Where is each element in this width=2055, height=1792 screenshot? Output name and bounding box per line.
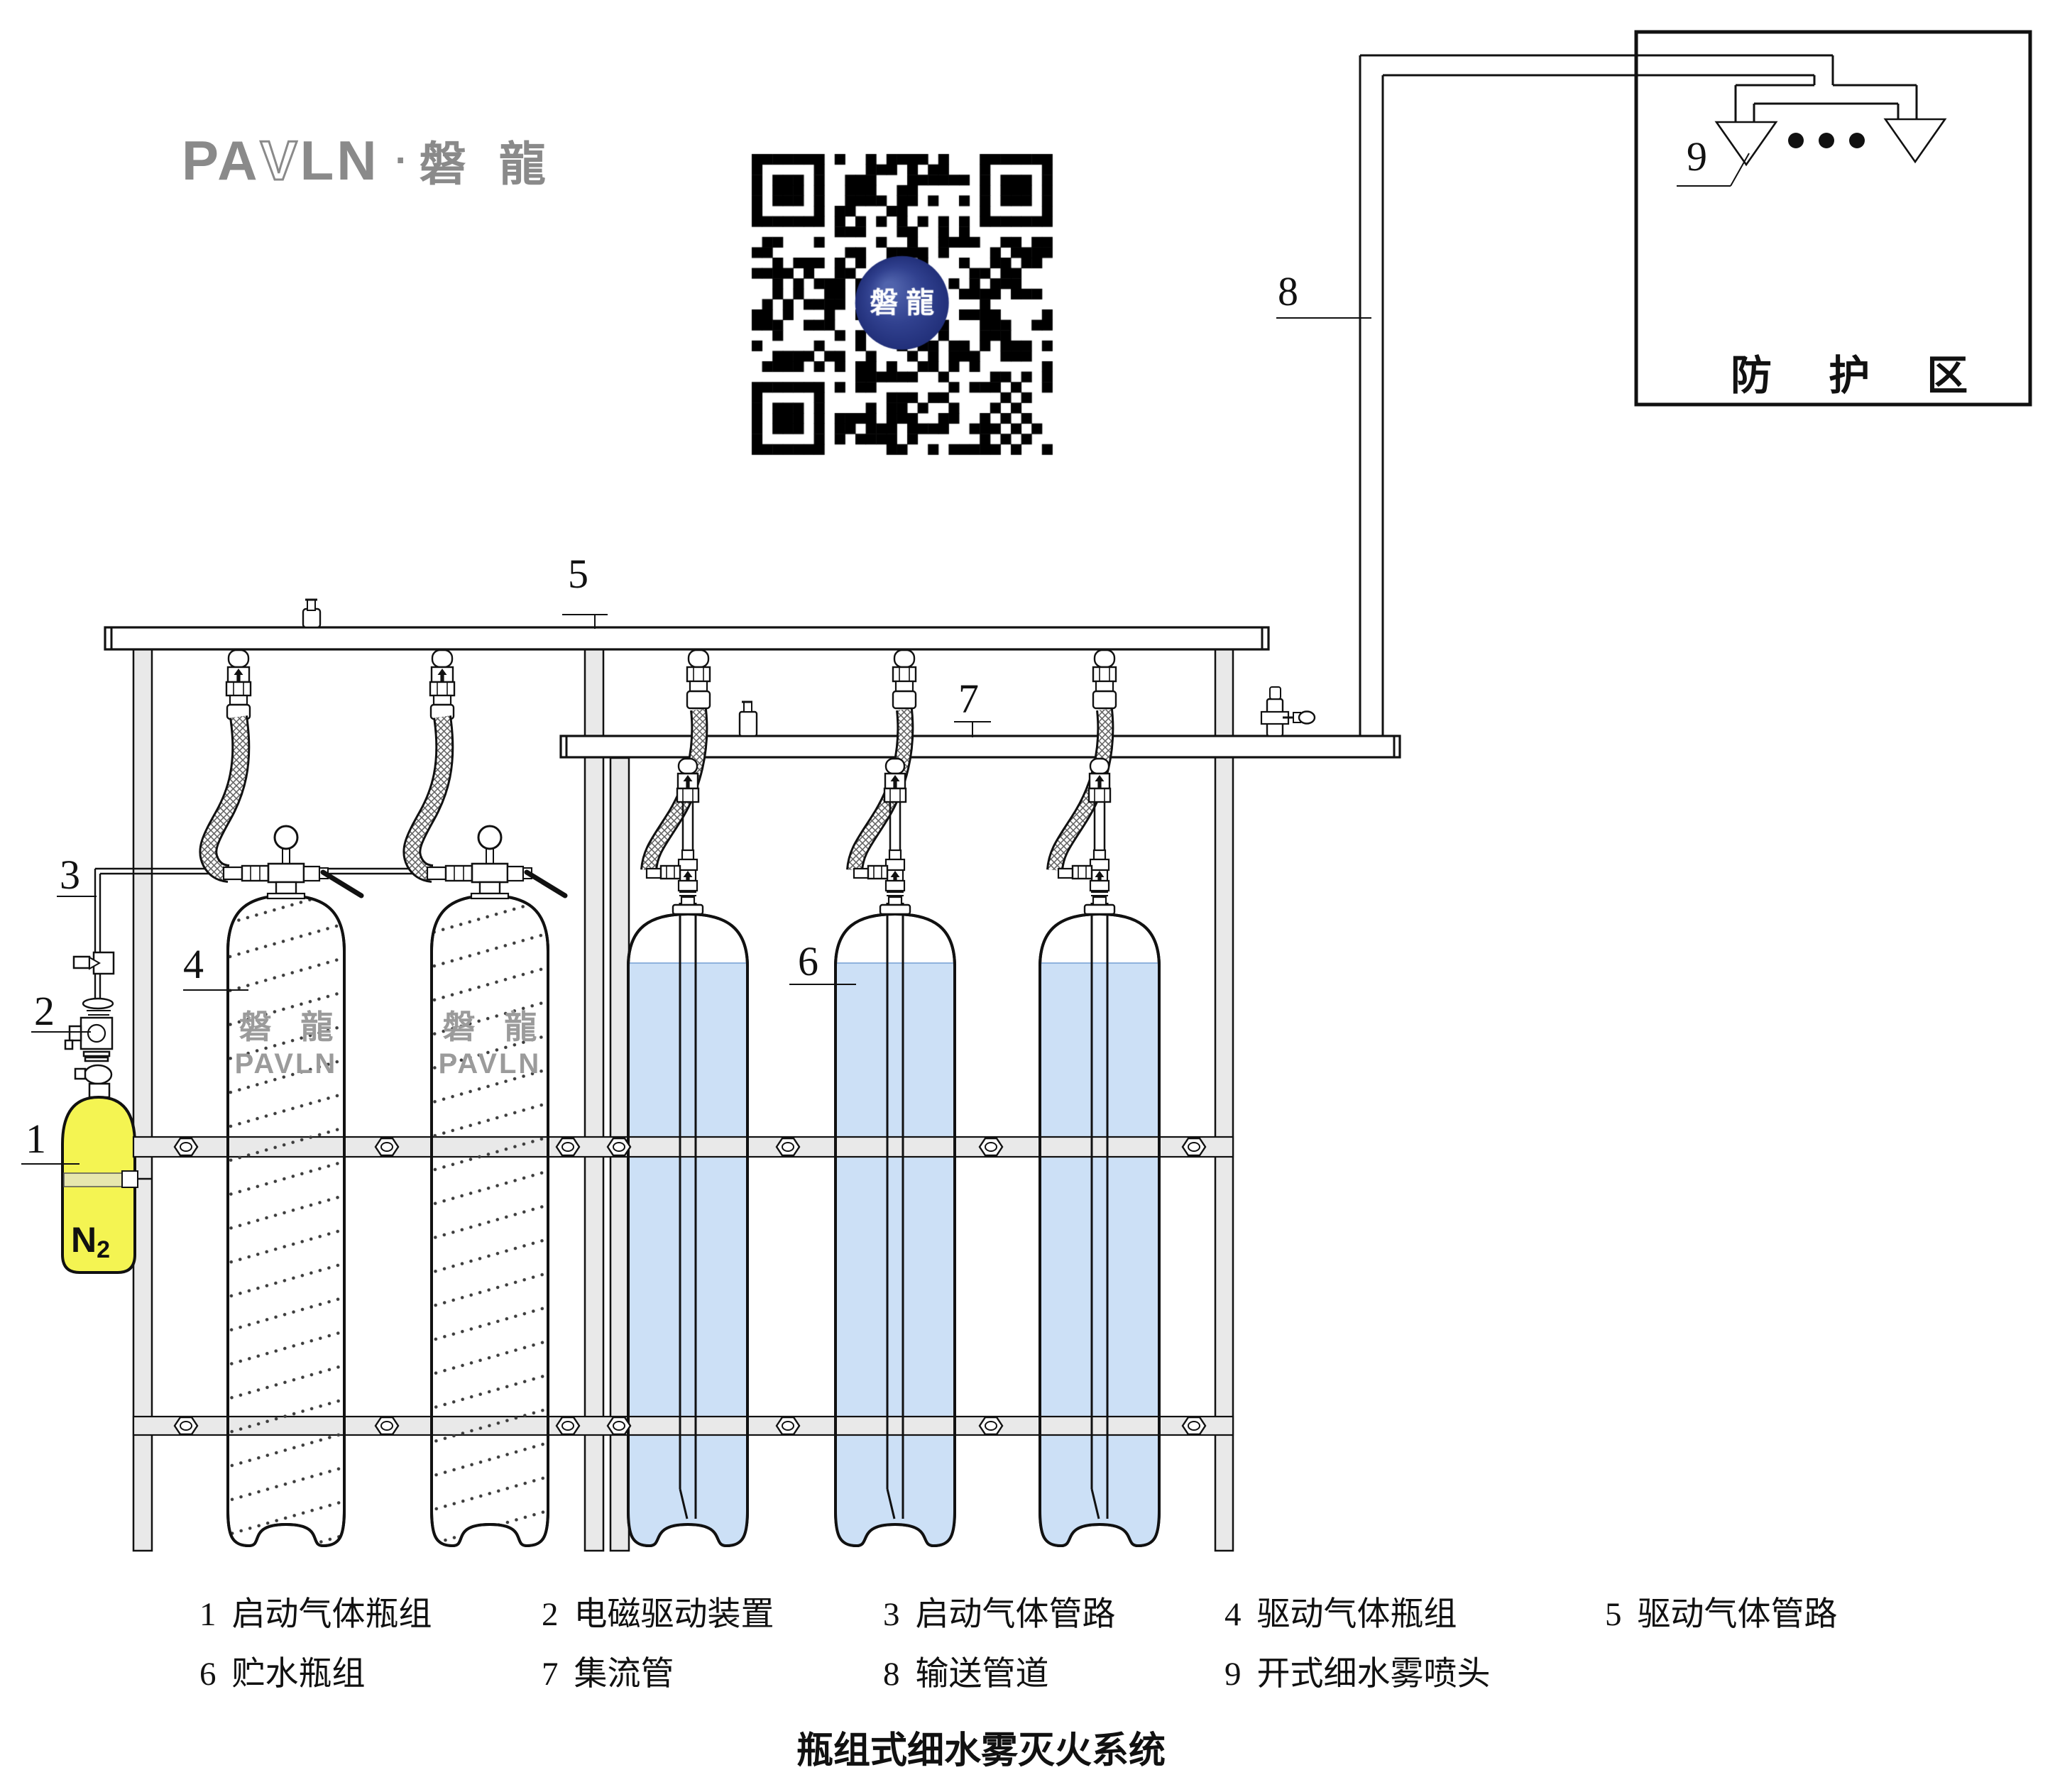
- pilot-gas-label: N2: [71, 1222, 110, 1262]
- legend-item-9: 9 开式细水雾喷头: [1224, 1658, 1491, 1691]
- callout-9: 9: [1687, 133, 1707, 180]
- legend-item-5: 5 驱动气体管路: [1605, 1598, 1838, 1632]
- callout-5: 5: [568, 551, 588, 597]
- protected-zone-label: 防 护 区: [1731, 353, 1991, 399]
- ellipsis-dot: [1819, 133, 1834, 148]
- gas-symbol: N: [71, 1220, 97, 1260]
- legend-label: 集流管: [574, 1656, 674, 1693]
- flexible-hoses: [199, 708, 1114, 883]
- legend-num: 3: [883, 1596, 900, 1633]
- brand-logo-separator: ·: [395, 139, 408, 182]
- cylinder-watermark: 磐 龍 PAVLN: [426, 1011, 554, 1078]
- brand-logo-text: PA: [182, 128, 261, 192]
- ellipsis-dot: [1849, 133, 1865, 148]
- cylinder-watermark: 磐 龍 PAVLN: [222, 1011, 350, 1078]
- legend-label: 贮水瓶组: [231, 1656, 366, 1693]
- qr-code: [740, 142, 1065, 463]
- legend-num: 1: [199, 1596, 217, 1633]
- driving-cylinder-valves: [222, 825, 568, 900]
- legend-label: 开式细水雾喷头: [1256, 1656, 1491, 1693]
- legend-num: 6: [199, 1656, 217, 1693]
- brand-logo-cjk: 磐 龍: [419, 138, 556, 190]
- legend-label: 输送管道: [915, 1656, 1049, 1693]
- callout-7: 7: [958, 676, 979, 722]
- manifold-connectors: [225, 649, 1117, 720]
- brand-logo-text: LN: [300, 128, 380, 192]
- legend-num: 4: [1224, 1596, 1242, 1633]
- legend-label: 驱动气体瓶组: [1256, 1596, 1457, 1633]
- callout-2: 2: [34, 988, 55, 1034]
- legend-label: 驱动气体管路: [1637, 1596, 1838, 1633]
- nozzle-2: [1883, 118, 1947, 164]
- legend-item-6: 6 贮水瓶组: [199, 1658, 366, 1691]
- legend-label: 启动气体瓶组: [231, 1596, 432, 1633]
- callout-3: 3: [60, 852, 80, 898]
- pilot-cylinder: [61, 1095, 152, 1274]
- callout-8: 8: [1278, 268, 1298, 314]
- water-fill: [835, 962, 955, 1546]
- ellipsis-dot: [1788, 133, 1804, 148]
- delivery-pipe: [1359, 54, 1918, 736]
- water-fill: [628, 962, 747, 1546]
- mist-nozzles: [1714, 118, 1947, 167]
- solenoid-actuator: [64, 951, 115, 1099]
- driving-gas-manifold: [104, 598, 1270, 651]
- nozzle-1: [1714, 121, 1778, 167]
- legend-item-4: 4 驱动气体瓶组: [1224, 1598, 1457, 1632]
- page-title: 瓶组式细水雾灭火系统: [796, 1730, 1166, 1771]
- brand-logo-v: V: [259, 128, 300, 192]
- callout-6: 6: [798, 938, 818, 984]
- cylinders: [226, 894, 1161, 1548]
- watermark-cjk: 磐 龍: [442, 1008, 547, 1045]
- water-fill: [1040, 962, 1159, 1546]
- protected-zone-box: [1634, 30, 2032, 407]
- legend-label: 电磁驱动装置: [574, 1596, 774, 1633]
- frame-rails: [132, 894, 1234, 1548]
- gas-subscript: 2: [97, 1236, 111, 1263]
- legend-label: 启动气体管路: [915, 1596, 1116, 1633]
- callout-1: 1: [26, 1116, 46, 1162]
- watermark-cjk: 磐 龍: [239, 1008, 344, 1045]
- legend-num: 9: [1224, 1656, 1242, 1693]
- callout-leaders: [21, 153, 1750, 1165]
- legend-num: 5: [1605, 1596, 1622, 1633]
- legend-num: 7: [542, 1656, 559, 1693]
- legend-item-7: 7 集流管: [542, 1658, 674, 1691]
- watermark-latin: PAVLN: [234, 1048, 338, 1079]
- legend-item-2: 2 电磁驱动装置: [542, 1598, 774, 1632]
- legend-num: 8: [883, 1656, 900, 1693]
- legend-num: 2: [542, 1596, 559, 1633]
- callout-4: 4: [183, 941, 204, 987]
- water-cylinder-valves: [645, 757, 1116, 916]
- legend-item-1: 1 启动气体瓶组: [199, 1598, 432, 1632]
- watermark-latin: PAVLN: [438, 1048, 542, 1079]
- legend-item-8: 8 输送管道: [883, 1658, 1049, 1691]
- legend-item-3: 3 启动气体管路: [883, 1598, 1116, 1632]
